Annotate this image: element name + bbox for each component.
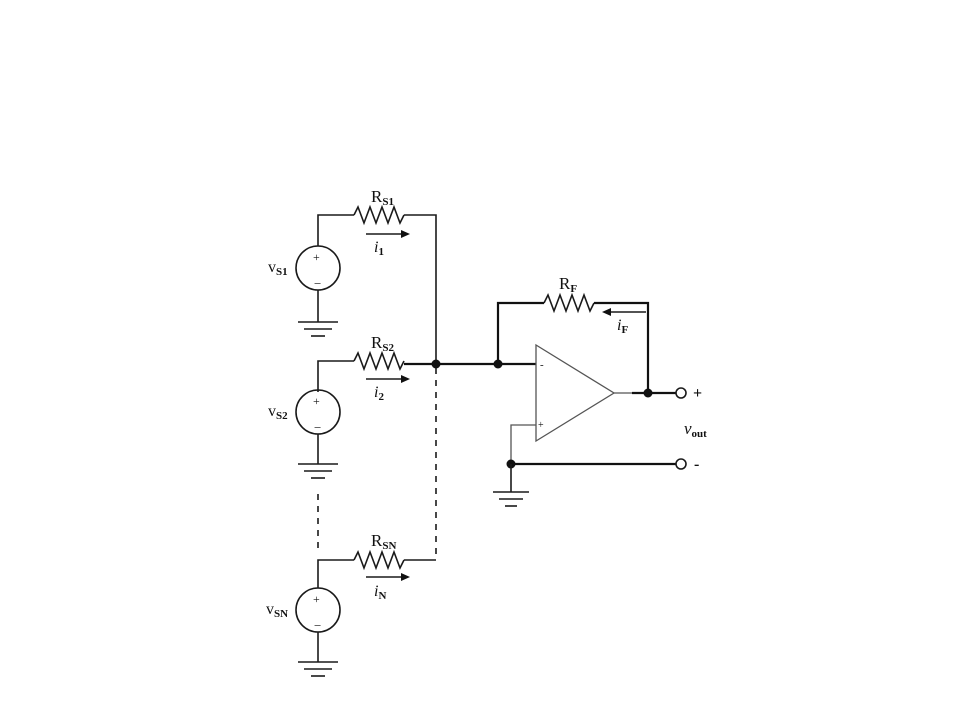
resistor-label-rf: RF (559, 274, 577, 295)
ground-icon (298, 321, 338, 337)
op-amp-noninverting-input: + (538, 420, 544, 431)
source-label-vs1: vS1 (268, 259, 288, 278)
current-label-i1: i1 (374, 239, 384, 258)
ground-icon (298, 661, 338, 677)
branch-1: + − (295, 204, 437, 364)
resistor-label-rs2: RS2 (371, 333, 394, 354)
output-plus-label: + (693, 385, 702, 402)
source-plus-sign: + (313, 592, 320, 606)
current-arrow-i1 (366, 230, 410, 238)
branch-n: + − (295, 549, 436, 677)
current-arrow-in (366, 573, 410, 581)
source-minus-sign: − (314, 420, 321, 435)
current-arrow-if (602, 308, 646, 316)
output-terminal-minus (675, 458, 687, 470)
resistor-label-rsn: RSN (371, 531, 396, 552)
output-node-dot (643, 388, 653, 398)
source-minus-sign: − (314, 276, 321, 291)
resistor-rs2 (353, 350, 405, 372)
resistor-rsn (353, 549, 405, 571)
resistor-rf (543, 292, 595, 314)
source-minus-sign: − (314, 618, 321, 633)
op-amp-inverting-input: - (540, 359, 544, 371)
source-label-vsn: vSN (266, 601, 288, 620)
output-voltage-label: vout (684, 419, 707, 440)
branch-2: + − (295, 350, 436, 479)
output-minus-label: - (694, 456, 699, 473)
ground-icon (493, 491, 529, 507)
current-label-in: iN (374, 583, 386, 602)
source-plus-sign: + (313, 394, 320, 408)
resistor-rs1 (353, 204, 405, 226)
source-label-vs2: vS2 (268, 403, 288, 422)
ground-icon (298, 463, 338, 479)
summing-node-dot (431, 359, 441, 369)
source-plus-sign: + (313, 250, 320, 264)
current-arrow-i2 (366, 375, 410, 383)
current-label-if: iF (617, 317, 628, 336)
op-amp-triangle (535, 343, 616, 443)
output-terminal-plus (675, 387, 687, 399)
resistor-label-rs1: RS1 (371, 187, 394, 208)
current-label-i2: i2 (374, 384, 384, 403)
